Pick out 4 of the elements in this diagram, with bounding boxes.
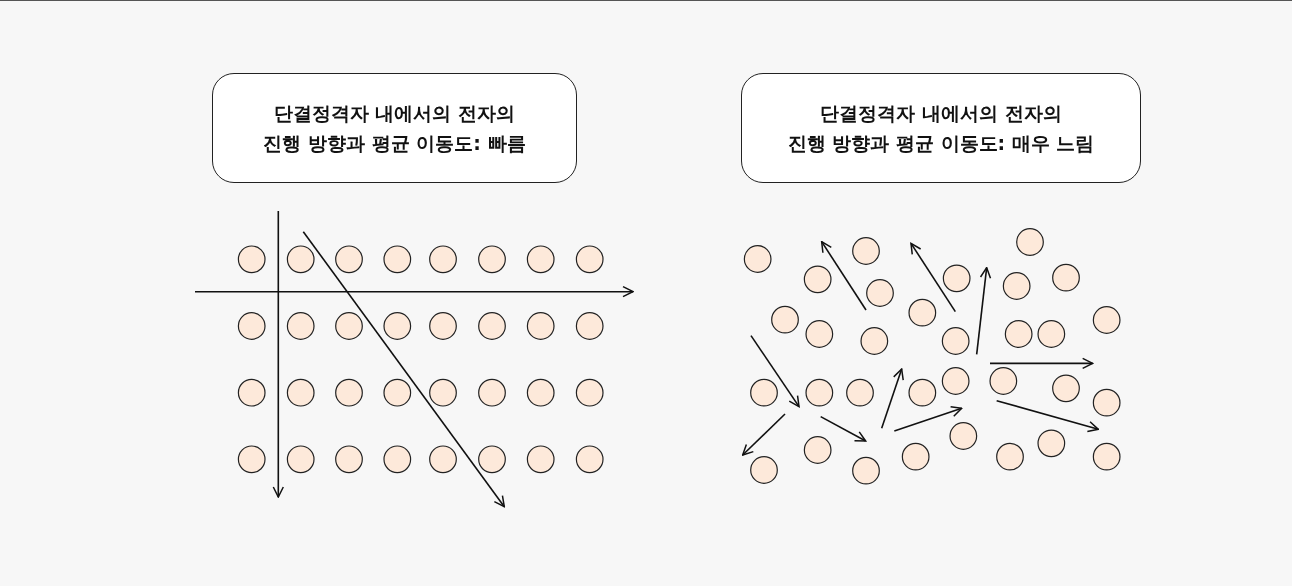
heading-text: 단결정격자 내에서의 전자의 진행 방향과 평균 이동도: 매우 느림 (787, 101, 1095, 156)
title-box (212, 73, 577, 183)
title-box (741, 73, 1141, 183)
heading-text: 단결정격자 내에서의 전자의 진행 방향과 평균 이동도: 빠름 (263, 101, 526, 156)
